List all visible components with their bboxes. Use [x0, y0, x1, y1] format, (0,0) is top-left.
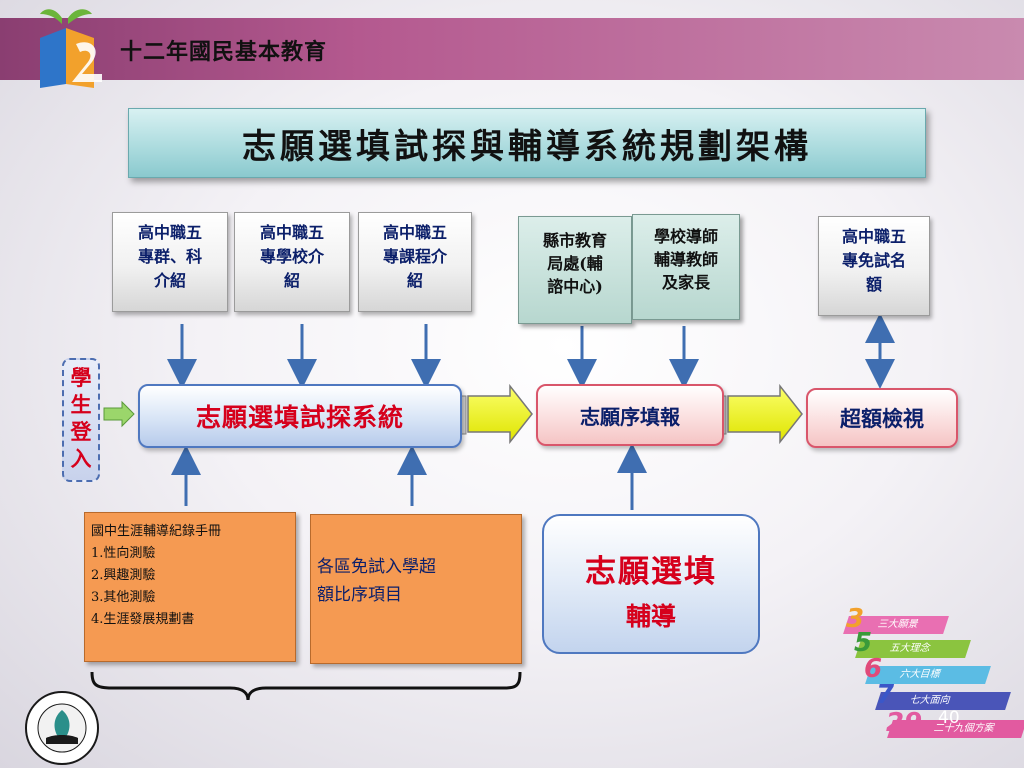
- card-line: 專學校介: [259, 247, 324, 266]
- district-items-doc: 各區免試入學超 額比序項目: [310, 514, 522, 664]
- doc-line: 1.性向測驗: [91, 546, 156, 561]
- card-line: 縣市教育: [542, 231, 607, 250]
- card-line: 學校導師: [653, 227, 718, 246]
- card-line: 輔導教師: [653, 250, 718, 269]
- card-line: 紹: [406, 271, 423, 290]
- login-char: 入: [70, 446, 92, 471]
- stripe-label: 六大目標: [898, 669, 942, 680]
- card-county-office: 縣市教育 局處(輔 諮中心): [518, 216, 632, 324]
- card-line: 及家長: [661, 273, 710, 292]
- card-line: 諮中心): [547, 277, 603, 296]
- card-line: 高中職五: [382, 223, 447, 242]
- counseling-line2: 輔導: [625, 602, 676, 631]
- card-line: 專群、科: [137, 247, 202, 266]
- stripe-number: 7: [876, 680, 895, 710]
- stripe-number: 29: [886, 708, 923, 738]
- doc-line: 各區免試入學超: [317, 557, 436, 577]
- counseling-line1: 志願選填: [585, 554, 717, 590]
- main-title: 志願選填試探與輔導系統規劃架構: [128, 108, 926, 178]
- card-course-intro: 高中職五 專課程介 紹: [358, 212, 472, 312]
- card-line: 介紹: [153, 271, 186, 290]
- header-title: 十二年國民基本教育: [120, 40, 328, 65]
- stripe-number: 5: [854, 628, 873, 658]
- card-school-intro: 高中職五 專學校介 紹: [234, 212, 350, 312]
- card-line: 專課程介: [382, 247, 447, 266]
- card-line: 高中職五: [841, 227, 906, 246]
- arrow-login: [103, 400, 135, 428]
- career-record-doc: 國中生涯輔導紀錄手冊 1.性向測驗 2.興趣測驗 3.其他測驗 4.生涯發展規劃…: [84, 512, 296, 662]
- login-char: 登: [70, 419, 92, 444]
- doc-line: 額比序項目: [317, 585, 402, 605]
- stripe-number: 3: [846, 604, 865, 634]
- page-number: 40: [938, 708, 960, 728]
- doc-line: 國中生涯輔導紀錄手冊: [91, 524, 222, 539]
- card-free-quota: 高中職五 專免試名 額: [818, 216, 930, 316]
- stripe-label: 五大理念: [888, 643, 932, 654]
- card-groups-intro: 高中職五 專群、科 介紹: [112, 212, 228, 312]
- student-login: 學 生 登 入: [62, 358, 100, 482]
- stripe-number: 6: [864, 654, 883, 684]
- doc-line: 2.興趣測驗: [91, 568, 156, 583]
- stripe-label: 七大面向: [908, 695, 952, 706]
- brace: [90, 671, 522, 701]
- exploration-system-box: 志願選填試探系統: [138, 384, 462, 448]
- login-char: 學: [70, 365, 92, 390]
- card-line: 高中職五: [259, 223, 324, 242]
- doc-line: 4.生涯發展規劃書: [91, 612, 195, 627]
- education-logo-icon: [40, 9, 102, 88]
- card-line: 額: [865, 275, 882, 294]
- card-school-teachers: 學校導師 輔導教師 及家長: [632, 214, 740, 320]
- card-line: 紹: [283, 271, 300, 290]
- stripe-label: 三大願景: [876, 619, 920, 630]
- card-line: 局處(輔: [547, 254, 603, 273]
- order-fill-box: 志願序填報: [536, 384, 724, 446]
- over-quota-box: 超額檢視: [806, 388, 958, 448]
- login-char: 生: [70, 392, 92, 417]
- card-line: 專免試名: [841, 251, 906, 270]
- header-band: [0, 18, 1024, 80]
- ministry-logo-icon: [25, 691, 99, 765]
- counseling-box: 志願選填 輔導: [542, 514, 760, 654]
- doc-line: 3.其他測驗: [91, 590, 156, 605]
- card-line: 高中職五: [137, 223, 202, 242]
